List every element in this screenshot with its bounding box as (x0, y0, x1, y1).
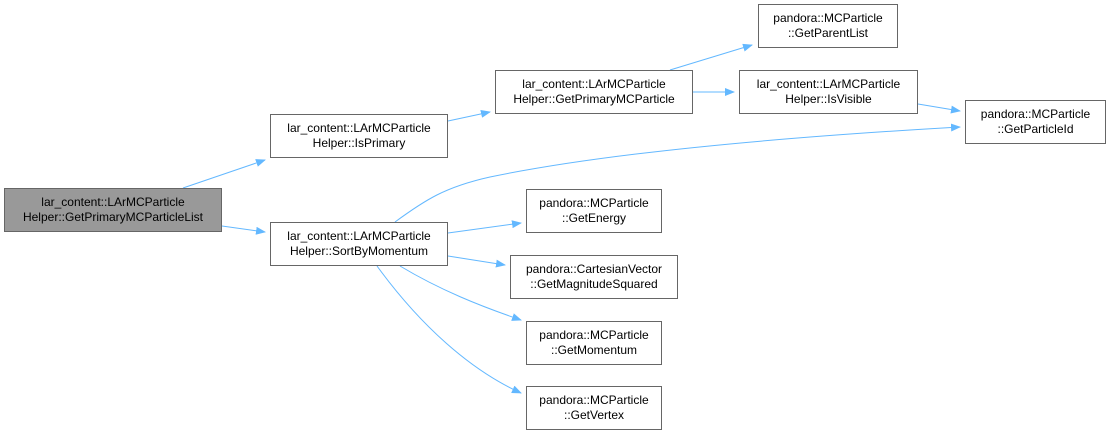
node-line-2: ::GetMomentum (550, 343, 638, 357)
edge-root-to-sortbymomentum (221, 225, 266, 235)
node-get-primary-mc-particle-list: lar_content::LArMCParticle Helper::GetPr… (4, 188, 222, 232)
node-line-2: ::GetVertex (563, 408, 625, 422)
node-get-particle-id[interactable]: pandora::MCParticle ::GetParticleId (965, 100, 1106, 144)
node-line-1: lar_content::LArMCParticle (41, 195, 185, 209)
edge-root-to-isprimary (182, 159, 266, 189)
node-line-1: lar_content::LArMCParticle (287, 229, 431, 243)
node-line-1: pandora::MCParticle (773, 11, 883, 25)
node-line-1: pandora::MCParticle (980, 107, 1091, 121)
node-line-2: ::GetParentList (787, 26, 869, 40)
node-line-1: pandora::CartesianVector (525, 262, 663, 276)
edge-getprimarymcparticle-to-getparentlist (669, 43, 753, 71)
node-line-2: Helper::GetPrimaryMCParticle (513, 92, 675, 106)
node-line-1: lar_content::LArMCParticle (287, 121, 431, 135)
node-get-momentum[interactable]: pandora::MCParticle ::GetMomentum (526, 321, 662, 365)
node-line-2: Helper::SortByMomentum (289, 244, 429, 258)
node-line-2: Helper::GetPrimaryMCParticleList (22, 210, 204, 224)
node-line-1: pandora::MCParticle (539, 393, 649, 407)
node-get-vertex[interactable]: pandora::MCParticle ::GetVertex (526, 386, 662, 430)
node-line-1: pandora::MCParticle (539, 328, 649, 342)
node-line-2: ::GetParticleId (997, 122, 1074, 136)
edge-sortbymomentum-to-getvertex (376, 265, 522, 394)
edge-isprimary-to-getprimarymcparticle (447, 109, 491, 122)
edge-sortbymomentum-to-getmomentum (399, 265, 522, 321)
node-get-primary-mc-particle[interactable]: lar_content::LArMCParticle Helper::GetPr… (495, 70, 693, 114)
node-line-1: lar_content::LArMCParticle (522, 77, 666, 91)
node-get-parent-list[interactable]: pandora::MCParticle ::GetParentList (758, 4, 898, 48)
node-line-2: ::GetEnergy (561, 211, 627, 225)
node-is-visible[interactable]: lar_content::LArMCParticle Helper::IsVis… (739, 70, 918, 114)
node-line-1: lar_content::LArMCParticle (756, 77, 901, 91)
edge-isvisible-to-getparticleid (917, 103, 961, 114)
node-sort-by-momentum[interactable]: lar_content::LArMCParticle Helper::SortB… (270, 222, 448, 266)
node-line-1: pandora::MCParticle (539, 196, 649, 210)
node-line-2: ::GetMagnitudeSquared (530, 277, 658, 291)
node-line-2: Helper::IsVisible (785, 92, 872, 106)
edge-sortbymomentum-to-getenergy (447, 220, 522, 234)
node-get-magnitude-squared[interactable]: pandora::CartesianVector ::GetMagnitudeS… (510, 255, 678, 299)
node-line-2: Helper::IsPrimary (312, 136, 406, 150)
node-get-energy[interactable]: pandora::MCParticle ::GetEnergy (526, 189, 662, 233)
edge-sortbymomentum-to-getparticleid (394, 123, 961, 223)
edge-sortbymomentum-to-getmagnitudesquared (447, 255, 506, 268)
node-is-primary[interactable]: lar_content::LArMCParticle Helper::IsPri… (270, 114, 448, 158)
